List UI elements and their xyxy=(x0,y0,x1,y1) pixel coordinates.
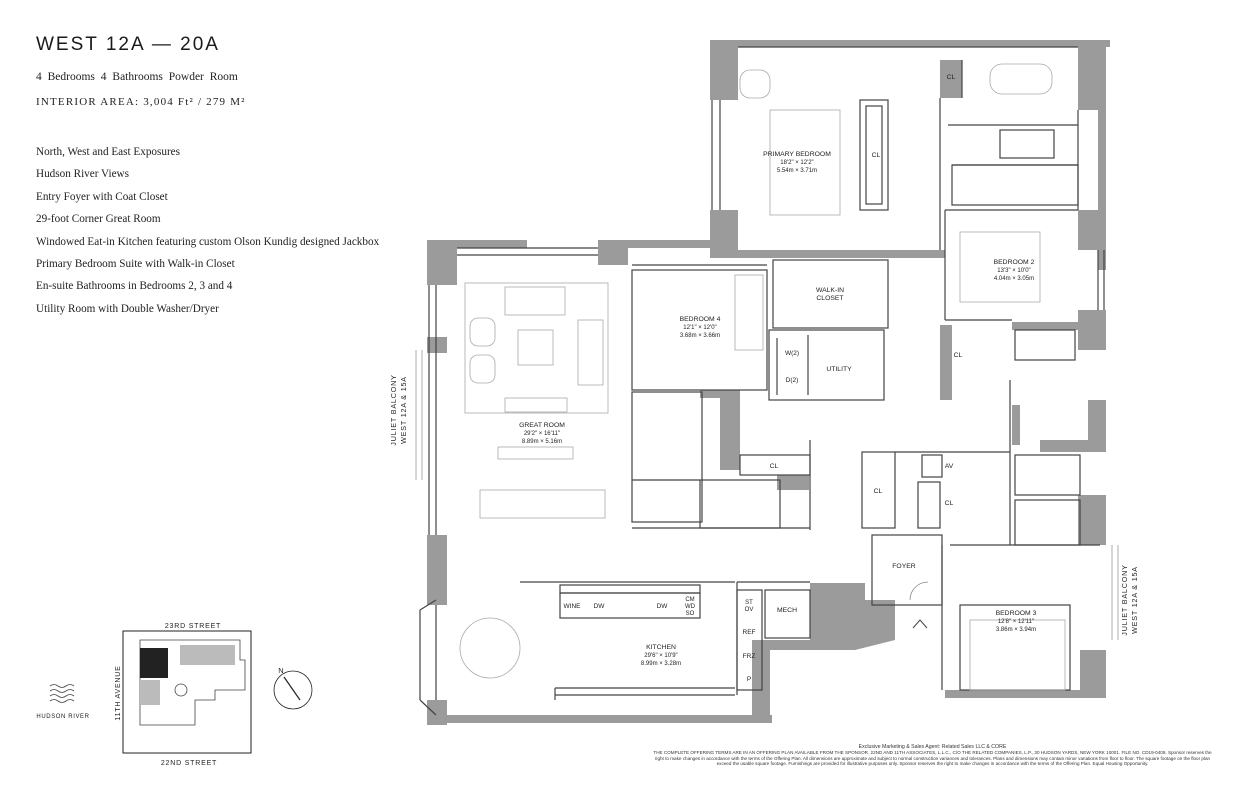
frz-label: FRZ xyxy=(743,653,756,660)
foyer-label: FOYER xyxy=(892,563,916,570)
closet-label: CL xyxy=(947,74,956,81)
compass-icon xyxy=(273,670,313,710)
room-labels: PRIMARY BEDROOM 18'2" × 12'2" 5.54m × 3.… xyxy=(519,74,1037,683)
closet-label: CL xyxy=(945,500,954,507)
bedroom2-name: BEDROOM 2 xyxy=(994,259,1035,266)
feature-item: 29-foot Corner Great Room xyxy=(36,213,161,226)
west-balcony-line2: WEST 12A & 15A xyxy=(399,376,408,444)
primary-bedroom-ft: 18'2" × 12'2" xyxy=(780,160,813,166)
interior-area: INTERIOR AREA: 3,004 Ft² / 279 M² xyxy=(36,96,246,108)
structural-walls xyxy=(427,40,1110,725)
bedroom2-m: 4.04m × 3.05m xyxy=(994,276,1034,282)
key-plan: 23RD STREET 22ND STREET 11TH AVENUE N HU… xyxy=(36,623,313,767)
feature-item: North, West and East Exposures xyxy=(36,146,180,158)
interior-walls xyxy=(419,46,1105,716)
entry-door xyxy=(909,581,929,601)
key-plan-bottom-street: 22ND STREET xyxy=(161,760,217,767)
key-plan-top-street: 23RD STREET xyxy=(165,623,221,630)
primary-bedroom-m: 5.54m × 3.71m xyxy=(777,168,817,174)
great-room-m: 8.89m × 5.16m xyxy=(522,439,562,445)
feature-item: Primary Bedroom Suite with Walk-in Close… xyxy=(36,257,235,270)
primary-bedroom-name: PRIMARY BEDROOM xyxy=(763,151,831,158)
compass-north: N xyxy=(278,666,283,675)
great-room-ft: 29'2" × 16'11" xyxy=(524,431,560,437)
bedroom3-m: 3.86m × 3.94m xyxy=(996,627,1036,633)
bedroom2-ft: 13'3" × 10'0" xyxy=(997,268,1030,274)
hudson-river-label: HUDSON RIVER xyxy=(36,714,89,720)
disclaimer-body: THE COMPLETE OFFERING TERMS ARE IN AN OF… xyxy=(653,750,1212,767)
features-list: North, West and East Exposures Hudson Ri… xyxy=(36,146,379,325)
kitchen-m: 8.99m × 3.28m xyxy=(641,661,681,667)
balcony-labels: JULIET BALCONY WEST 12A & 15A JULIET BAL… xyxy=(389,374,1139,635)
av-label: AV xyxy=(945,463,954,470)
closet-label: CL xyxy=(872,152,881,159)
feature-item: Windowed Eat-in Kitchen featuring custom… xyxy=(36,235,380,248)
bedroom3-ft: 12'8" × 12'11" xyxy=(998,619,1034,625)
feature-item: Hudson River Views xyxy=(36,168,129,181)
washer-label: W(2) xyxy=(785,350,799,357)
cm-label: CM xyxy=(685,597,694,603)
entry-arrow xyxy=(912,619,928,629)
key-plan-avenue: 11TH AVENUE xyxy=(115,665,122,720)
bedroom4-m: 3.68m × 3.66m xyxy=(680,333,720,339)
walk-in-closet-line1: WALK-IN xyxy=(816,287,844,294)
mech-label: MECH xyxy=(777,607,797,614)
closet-label: CL xyxy=(954,352,963,359)
windows xyxy=(415,350,1119,640)
bedroom3-name: BEDROOM 3 xyxy=(996,610,1037,617)
walk-in-closet-line2: CLOSET xyxy=(816,295,843,302)
wine-label: WINE xyxy=(564,603,582,610)
feature-item: En-suite Bathrooms in Bedrooms 2, 3 and … xyxy=(36,280,233,293)
unit-summary: 4 Bedrooms 4 Bathrooms Powder Room xyxy=(36,71,238,83)
bedroom4-name: BEDROOM 4 xyxy=(680,316,721,323)
river-waves-icon xyxy=(49,684,75,703)
ref-label: REF xyxy=(743,629,756,636)
east-balcony-line1: JULIET BALCONY xyxy=(1120,564,1129,635)
closet-label: CL xyxy=(770,463,779,470)
dishwasher-label: DW xyxy=(657,603,669,610)
dishwasher-label: DW xyxy=(594,603,606,610)
legal-disclaimer: Exclusive Marketing & Sales Agent: Relat… xyxy=(650,744,1215,767)
west-balcony-line1: JULIET BALCONY xyxy=(389,374,398,445)
east-balcony-line2: WEST 12A & 15A xyxy=(1130,566,1139,634)
bedroom4-ft: 12'1" × 12'0" xyxy=(683,325,716,331)
kitchen-ft: 29'6" × 10'9" xyxy=(644,653,677,659)
disclaimer-heading: Exclusive Marketing & Sales Agent: Relat… xyxy=(858,744,1007,750)
so-label: SO xyxy=(686,611,695,617)
great-room-name: GREAT ROOM xyxy=(519,422,565,429)
unit-title: WEST 12A — 20A xyxy=(36,34,220,55)
furniture xyxy=(459,63,1066,691)
st-label: ST xyxy=(745,600,753,606)
ov-label: OV xyxy=(745,607,754,613)
dryer-label: D(2) xyxy=(786,377,799,384)
closet-label: CL xyxy=(874,488,883,495)
kitchen-name: KITCHEN xyxy=(646,644,676,651)
wd-label: WD xyxy=(685,604,696,610)
pantry-label: P xyxy=(747,676,751,683)
feature-item: Utility Room with Double Washer/Dryer xyxy=(36,302,219,315)
utility-label: UTILITY xyxy=(826,366,852,373)
feature-item: Entry Foyer with Coat Closet xyxy=(36,190,168,203)
